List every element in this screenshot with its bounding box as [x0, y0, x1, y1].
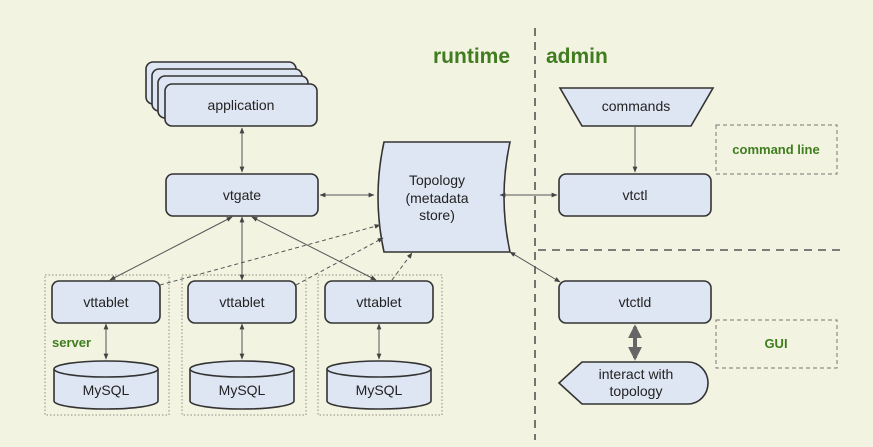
- topology-vtctld-connector: [509, 251, 561, 283]
- vtgate-vttablet1-connector: [109, 216, 233, 281]
- runtime-heading: runtime: [433, 45, 510, 68]
- mysql-label-1: MySQL: [83, 382, 130, 398]
- server-label: server: [52, 335, 91, 350]
- mysql-db-3: MySQL: [326, 360, 432, 410]
- commands-node: [558, 87, 715, 127]
- server-group-1: [44, 274, 170, 416]
- vttablet-label-2: vttablet: [219, 294, 264, 310]
- vttablet-node-3: [324, 280, 434, 324]
- application-label: application: [208, 97, 275, 113]
- topology-label-line2: (metadata: [405, 190, 468, 206]
- mysql-label-3: MySQL: [356, 382, 403, 398]
- vtctld-node: [558, 280, 712, 324]
- topology-label-line3: store): [419, 207, 455, 223]
- gui-label: GUI: [764, 336, 787, 351]
- vttablet2-topology-dashed: [295, 237, 384, 286]
- command-line-label: command line: [732, 142, 819, 157]
- vttablet3-topology-dashed: [391, 252, 413, 281]
- vttablet-node-2: [187, 280, 297, 324]
- vtctl-node: [558, 173, 712, 217]
- application-node: [164, 83, 318, 127]
- vttablet1-topology-dashed: [159, 224, 381, 286]
- vtctld-label: vtctld: [619, 294, 652, 310]
- vttablet-label-3: vttablet: [356, 294, 401, 310]
- vttablet-label-1: vttablet: [83, 294, 128, 310]
- vtctl-label: vtctl: [623, 187, 648, 203]
- vtgate-label: vtgate: [223, 187, 261, 203]
- interact-topology-node: [557, 361, 709, 405]
- application-stack: application: [145, 61, 318, 127]
- server-group-2: [181, 274, 307, 416]
- vtgate-node: [165, 173, 319, 217]
- interact-label-line2: topology: [610, 383, 663, 399]
- topology-label-line1: Topology: [409, 172, 465, 188]
- mysql-db-2: MySQL: [189, 360, 295, 410]
- commands-label: commands: [602, 98, 670, 114]
- mysql-db-1: MySQL: [53, 360, 159, 410]
- admin-heading: admin: [546, 45, 608, 68]
- server-group-3: [317, 274, 443, 416]
- vtgate-vttablet3-connector: [251, 216, 377, 281]
- vttablet-node-1: [51, 280, 161, 324]
- mysql-label-2: MySQL: [219, 382, 266, 398]
- command-line-box: [715, 124, 838, 175]
- interact-label-line1: interact with: [599, 366, 674, 382]
